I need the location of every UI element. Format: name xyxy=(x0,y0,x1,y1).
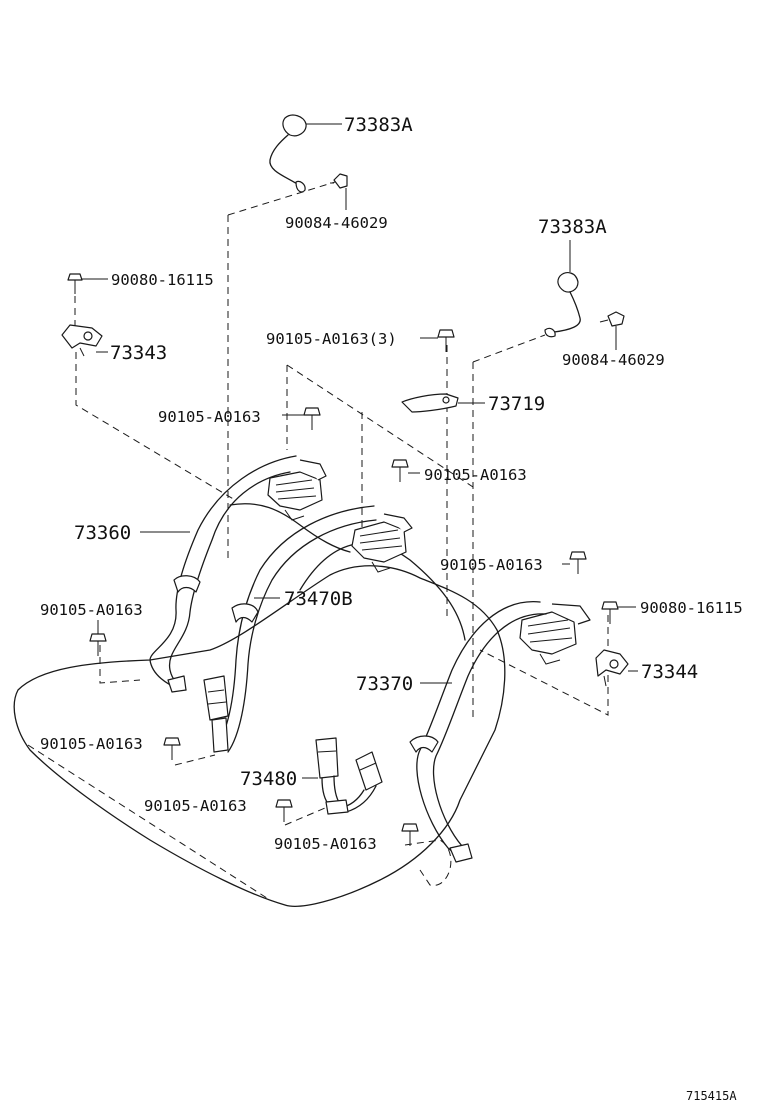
bolt-90105-lower-mid xyxy=(275,799,293,822)
leader-dashed-lower-mid xyxy=(284,807,326,826)
label-73470b: 73470B xyxy=(284,588,353,610)
bolt-90105-a0163-3 xyxy=(437,329,455,352)
label-90105-lower-mid: 90105-A0163 xyxy=(144,797,247,815)
label-90105-a0163-3: 90105-A0163(3) xyxy=(266,330,397,348)
label-73343: 73343 xyxy=(110,342,167,364)
leader-dashed-front xyxy=(27,744,271,901)
bolt-90105-lower-left xyxy=(163,737,181,760)
bolt-90105-bottom xyxy=(401,823,419,846)
label-73370: 73370 xyxy=(356,673,413,695)
seat-cushion-seam xyxy=(299,542,466,641)
bolt-90080-left xyxy=(67,273,83,294)
bolt-90105-upper-mid xyxy=(391,459,409,482)
label-90080-right: 90080-16115 xyxy=(640,599,743,617)
bracket-73343 xyxy=(61,324,103,357)
label-90105-upper-mid: 90105-A0163 xyxy=(424,466,527,484)
retractor-73360 xyxy=(267,459,327,521)
label-90080-left: 90080-16115 xyxy=(111,271,214,289)
label-90105-upper-left: 90105-A0163 xyxy=(158,408,261,426)
bolt-90105-upper-left xyxy=(303,407,321,430)
bolt-90080-right xyxy=(601,601,619,624)
leader-dashed-73343-down xyxy=(75,352,236,501)
label-73719: 73719 xyxy=(488,393,545,415)
leader-dashed-lower-left xyxy=(99,645,141,684)
seat-cushion-outline xyxy=(13,565,506,907)
leader-dashed-lower-center xyxy=(174,754,216,766)
label-90084-top: 90084-46029 xyxy=(285,214,388,232)
label-73480: 73480 xyxy=(240,768,297,790)
buckle-73480 xyxy=(315,737,383,815)
leader-dashed-73344 xyxy=(479,615,609,716)
seat-cushion-back-edge xyxy=(229,503,351,553)
bolt-90105-mid-right xyxy=(569,551,587,574)
bolt-90105-left xyxy=(89,633,107,656)
retractor-73470b xyxy=(351,513,413,573)
bracket-73344 xyxy=(595,649,629,687)
label-90105-lower-left: 90105-A0163 xyxy=(40,735,143,753)
belt-73470b xyxy=(203,505,377,753)
label-90105-bottom: 90105-A0163 xyxy=(274,835,377,853)
sensor-73383a-right xyxy=(544,272,625,338)
label-73360: 73360 xyxy=(74,522,131,544)
plate-73719 xyxy=(401,393,459,413)
leader-dashed-bottom-right xyxy=(404,839,452,886)
label-90105-mid-right: 90105-A0163 xyxy=(440,556,543,574)
leader-dashed-top-left xyxy=(227,181,336,216)
label-73383a-top: 73383A xyxy=(344,114,413,136)
label-90084-right: 90084-46029 xyxy=(562,351,665,369)
belt-73360 xyxy=(149,455,297,693)
leader-dashed-right-top xyxy=(472,334,546,363)
diagram-reference-code: 715415A xyxy=(686,1089,737,1103)
leader-dashed-center-diag xyxy=(286,364,474,488)
retractor-73370 xyxy=(519,603,591,665)
label-73383a-right: 73383A xyxy=(538,216,607,238)
belt-73370 xyxy=(409,601,547,863)
sensor-73383a-top xyxy=(269,114,348,193)
label-73344: 73344 xyxy=(641,661,698,683)
label-90105-left: 90105-A0163 xyxy=(40,601,143,619)
